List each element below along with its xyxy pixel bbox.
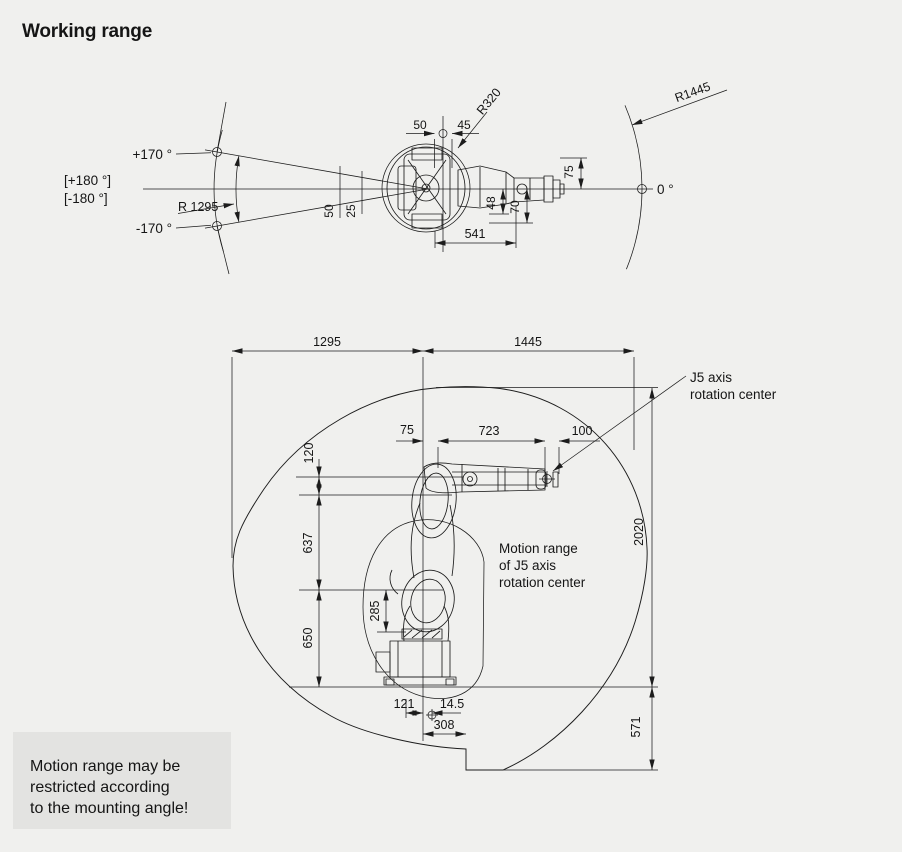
limit-line-plus170 bbox=[204, 149, 429, 190]
dim-2020: 2020 bbox=[632, 518, 646, 546]
callout-j5-axis: J5 axis rotation center bbox=[552, 370, 777, 472]
dim-reach-top: 1295 1445 bbox=[231, 335, 635, 741]
dim-arm-top: 75 723 100 bbox=[396, 423, 600, 474]
r320-circle bbox=[381, 143, 471, 233]
dim-50-top: 50 bbox=[413, 118, 427, 132]
dim-541-label: 541 bbox=[465, 227, 486, 241]
dim-100: 100 bbox=[572, 424, 593, 438]
dim-70: 70 bbox=[508, 200, 522, 214]
limit-line-minus170 bbox=[204, 188, 429, 229]
dim-1445: 1445 bbox=[514, 335, 542, 349]
arc-r1295 bbox=[234, 155, 240, 223]
callout-motion-line2: of J5 axis bbox=[499, 558, 556, 573]
dim-723: 723 bbox=[479, 424, 500, 438]
label-r1295: R 1295 bbox=[178, 200, 218, 214]
leader-r1445 bbox=[631, 89, 728, 126]
robot-side-view bbox=[375, 462, 559, 686]
dim-rear-offsets: 50 45 bbox=[406, 118, 479, 168]
dim-308: 308 bbox=[434, 718, 455, 732]
leader-r320 bbox=[457, 111, 488, 149]
limit-marker-plus170 bbox=[212, 147, 222, 157]
limit-marker-minus170 bbox=[212, 221, 222, 231]
dim-wrist-offsets: 75 48 70 bbox=[484, 157, 587, 224]
side-view-diagram: 1295 1445 75 723 100 120 637 bbox=[231, 335, 777, 771]
callout-motion-range: Motion range of J5 axis rotation center bbox=[499, 541, 586, 590]
dim-45: 45 bbox=[457, 118, 471, 132]
callout-motion-line1: Motion range bbox=[499, 541, 578, 556]
arc-r1445-right bbox=[624, 105, 643, 270]
note-box: Motion range may be restricted according… bbox=[13, 732, 231, 829]
note-line1: Motion range may be bbox=[30, 758, 180, 775]
label-plus170: +170 ° bbox=[132, 147, 172, 162]
page-title: Working range bbox=[22, 21, 152, 42]
dim-48: 48 bbox=[484, 196, 498, 210]
callout-j5-line1: J5 axis bbox=[690, 370, 732, 385]
note-box-background bbox=[13, 732, 231, 829]
leader-plus170 bbox=[175, 152, 212, 155]
label-minus170: -170 ° bbox=[136, 221, 172, 236]
callout-motion-line3: rotation center bbox=[499, 575, 586, 590]
arc-r1445-left bbox=[213, 129, 224, 252]
leader-r1295 bbox=[177, 203, 235, 214]
label-zero-degree: 0 ° bbox=[657, 182, 674, 197]
dim-285: 285 bbox=[368, 601, 382, 622]
dim-14-5: 14.5 bbox=[440, 697, 464, 711]
dim-vertical-right: 2020 571 bbox=[436, 387, 658, 771]
dim-1295: 1295 bbox=[313, 335, 341, 349]
dim-75-side: 75 bbox=[400, 423, 414, 437]
dim-heights: 120 637 650 285 bbox=[289, 443, 658, 688]
dim-75-top: 75 bbox=[562, 165, 576, 179]
dim-25: 25 bbox=[344, 204, 358, 218]
dim-541: 541 bbox=[434, 206, 517, 248]
dim-637: 637 bbox=[301, 533, 315, 554]
callout-j5-line2: rotation center bbox=[690, 387, 777, 402]
dim-50-side: 50 bbox=[322, 204, 336, 218]
j5-inner-motion-boundary bbox=[362, 519, 485, 699]
working-envelope-outline bbox=[232, 386, 648, 771]
zero-degree-marker bbox=[637, 184, 647, 194]
leader-minus170 bbox=[175, 224, 212, 229]
leader-j5-axis bbox=[552, 375, 687, 472]
dim-650: 650 bbox=[301, 628, 315, 649]
dim-571: 571 bbox=[629, 717, 643, 738]
note-line3: to the mounting angle! bbox=[30, 800, 188, 817]
note-line2: restricted according bbox=[30, 779, 170, 796]
label-minus180: [-180 °] bbox=[64, 191, 108, 206]
dim-base: 121 14.5 308 bbox=[394, 697, 466, 737]
robot-top-view bbox=[386, 146, 565, 230]
dim-121: 121 bbox=[394, 697, 415, 711]
dim-120: 120 bbox=[302, 443, 316, 464]
dim-side-offsets: 50 25 bbox=[322, 166, 363, 218]
label-plus180: [+180 °] bbox=[64, 173, 111, 188]
